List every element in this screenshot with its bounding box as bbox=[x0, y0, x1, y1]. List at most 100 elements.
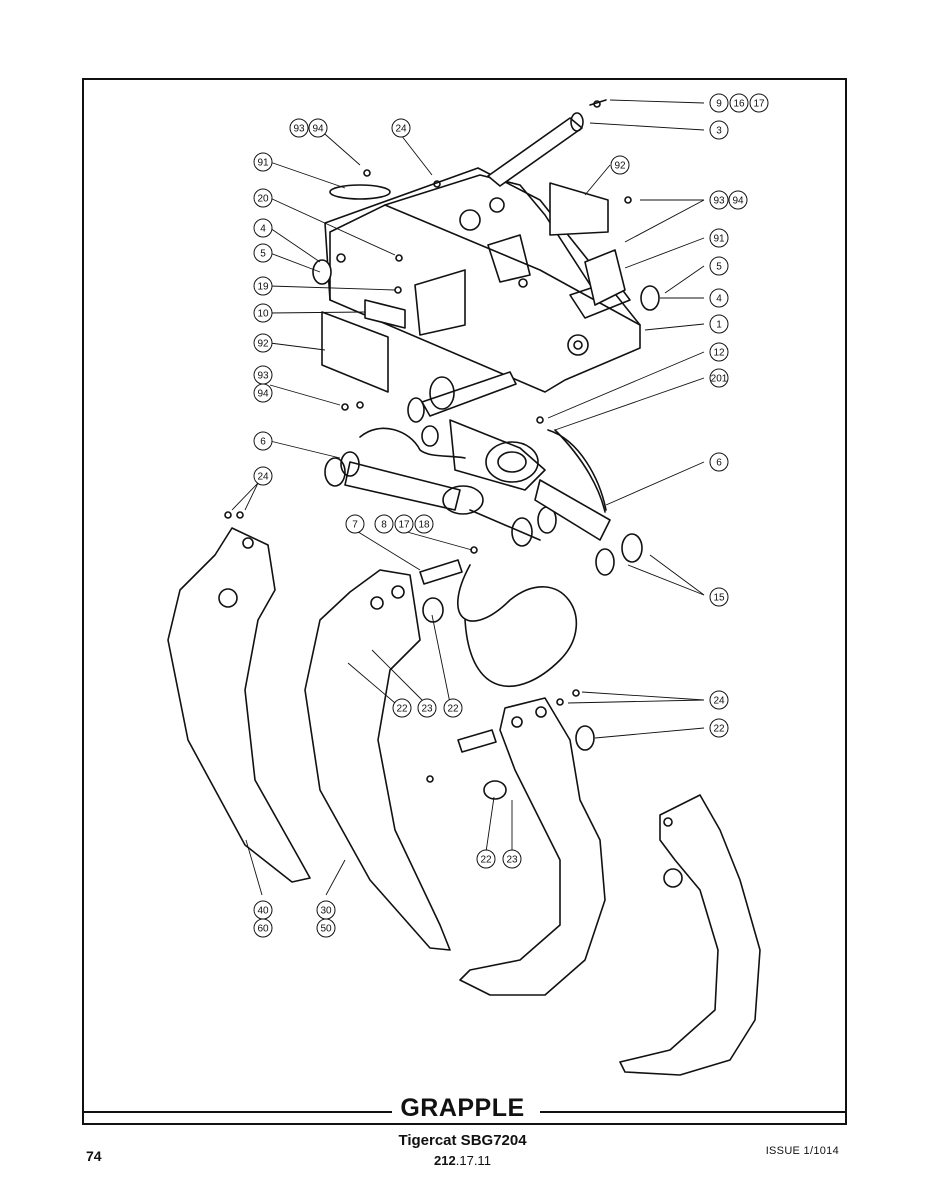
callout-circle bbox=[749, 93, 769, 113]
callout-circle bbox=[709, 93, 729, 113]
callout-c25-1: 17 bbox=[394, 514, 414, 534]
callout-c18-0: 12 bbox=[709, 342, 729, 362]
callout-label: 18 bbox=[418, 520, 430, 531]
callout-label: 92 bbox=[257, 339, 269, 350]
callout-circle bbox=[253, 303, 273, 323]
callout-c31-0: 40 bbox=[253, 900, 273, 920]
callout-label: 9 bbox=[716, 99, 722, 110]
upper-link-part bbox=[407, 371, 517, 447]
title-rule-left bbox=[83, 1111, 393, 1113]
callout-label: 16 bbox=[733, 99, 745, 110]
callout-label: 5 bbox=[716, 262, 722, 273]
callout-c31-1: 60 bbox=[253, 918, 273, 938]
callout-label: 15 bbox=[713, 593, 725, 604]
callout-circle bbox=[253, 276, 273, 296]
callout-label: 20 bbox=[257, 194, 269, 205]
callout-circle bbox=[709, 228, 729, 248]
callout-label: 23 bbox=[421, 704, 433, 715]
callout-circle bbox=[253, 152, 273, 172]
callout-label: 6 bbox=[260, 437, 266, 448]
callout-label: 40 bbox=[257, 906, 269, 917]
callout-circle bbox=[253, 218, 273, 238]
callout-label: 24 bbox=[395, 124, 407, 135]
callout-circle bbox=[308, 118, 328, 138]
callout-label: 93 bbox=[293, 124, 305, 135]
callout-c9-0: 91 bbox=[709, 228, 729, 248]
tine-right-part bbox=[619, 794, 761, 1076]
callout-label: 1 bbox=[716, 320, 722, 331]
callout-label: 92 bbox=[614, 161, 626, 172]
callout-circle bbox=[709, 368, 729, 388]
callout-c7-0: 93 bbox=[709, 190, 729, 210]
page-number: 74 bbox=[86, 1148, 102, 1164]
issue-label: ISSUE 1/1014 bbox=[765, 1145, 839, 1157]
callout-c7-1: 94 bbox=[728, 190, 748, 210]
callout-circle bbox=[392, 698, 412, 718]
callout-c16-0: 1 bbox=[709, 314, 729, 334]
callout-circle bbox=[289, 118, 309, 138]
title-rule-right bbox=[540, 1111, 846, 1113]
callout-circle bbox=[253, 243, 273, 263]
callout-c2-0: 3 bbox=[709, 120, 729, 140]
callout-circle bbox=[709, 587, 729, 607]
callout-c25-2: 18 bbox=[414, 514, 434, 534]
callout-c5-0: 91 bbox=[253, 152, 273, 172]
callout-label: 93 bbox=[257, 371, 269, 382]
callout-c3-1: 94 bbox=[308, 118, 328, 138]
callout-circle bbox=[728, 190, 748, 210]
callout-label: 22 bbox=[447, 704, 459, 715]
callout-circle bbox=[709, 314, 729, 334]
main-pin-part bbox=[487, 99, 607, 187]
callout-label: 6 bbox=[716, 458, 722, 469]
callout-c19-1: 94 bbox=[253, 383, 273, 403]
callout-circle bbox=[443, 698, 463, 718]
callout-label: 60 bbox=[257, 924, 269, 935]
callout-c6-0: 92 bbox=[610, 155, 630, 175]
callout-c15-0: 10 bbox=[253, 303, 273, 323]
page-title: GRAPPLE bbox=[0, 1094, 925, 1123]
callout-label: 12 bbox=[713, 348, 725, 359]
callout-label: 19 bbox=[257, 282, 269, 293]
callout-c24-0: 7 bbox=[345, 514, 365, 534]
callout-c22-0: 6 bbox=[709, 452, 729, 472]
left-cylinder-part bbox=[324, 451, 557, 547]
callout-label: 91 bbox=[713, 234, 725, 245]
callout-c12-0: 5 bbox=[709, 256, 729, 276]
callout-label: 4 bbox=[716, 294, 722, 305]
callout-circle bbox=[253, 918, 273, 938]
callout-label: 93 bbox=[713, 196, 725, 207]
callout-circle bbox=[253, 188, 273, 208]
callout-c10-0: 4 bbox=[253, 218, 273, 238]
callout-label: 8 bbox=[381, 520, 387, 531]
callout-c11-0: 5 bbox=[253, 243, 273, 263]
callout-circle bbox=[709, 190, 729, 210]
callout-c19-0: 93 bbox=[253, 365, 273, 385]
callout-c23-0: 24 bbox=[253, 466, 273, 486]
callout-circle bbox=[610, 155, 630, 175]
callout-c3-0: 93 bbox=[289, 118, 309, 138]
callout-label: 91 bbox=[257, 158, 269, 169]
callout-circle bbox=[394, 514, 414, 534]
callout-circle bbox=[709, 256, 729, 276]
callout-circle bbox=[345, 514, 365, 534]
callout-c32-0: 30 bbox=[316, 900, 336, 920]
callout-circle bbox=[709, 718, 729, 738]
callout-circle bbox=[709, 120, 729, 140]
callout-label: 7 bbox=[352, 520, 358, 531]
callout-circle bbox=[253, 466, 273, 486]
callout-c25-0: 8 bbox=[374, 514, 394, 534]
callout-circle bbox=[391, 118, 411, 138]
callout-label: 94 bbox=[312, 124, 324, 135]
callout-c27-0: 22 bbox=[392, 698, 412, 718]
rotator-part bbox=[449, 419, 546, 491]
callout-label: 5 bbox=[260, 249, 266, 260]
cover-plate-part bbox=[321, 182, 626, 393]
tine-40-part bbox=[167, 527, 311, 883]
hose-loop-part bbox=[457, 564, 578, 688]
callout-label: 17 bbox=[753, 99, 765, 110]
callout-circle bbox=[253, 383, 273, 403]
callout-circle bbox=[417, 698, 437, 718]
callout-label: 4 bbox=[260, 224, 266, 235]
